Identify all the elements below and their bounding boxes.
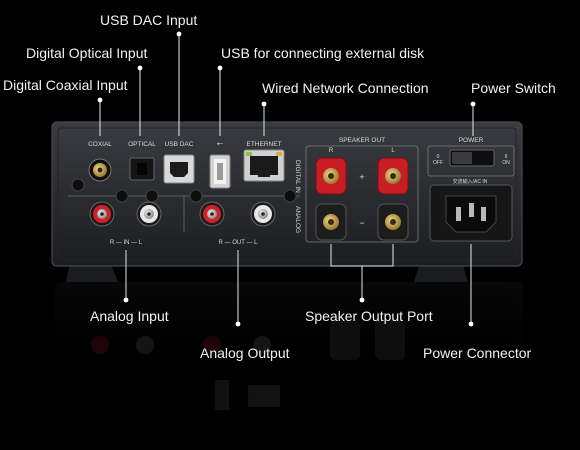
coaxial-port[interactable] [88,158,112,182]
device-reflection [55,282,523,410]
label-usb-dac: USB DAC [165,141,194,148]
usb-disk-port[interactable] [209,154,231,189]
callout-power-connector: Power Connector [423,345,532,361]
label-on-symbol: II [505,154,508,160]
right-foot [414,262,468,282]
ac-inlet[interactable] [429,184,513,242]
callout-digital-coaxial: Digital Coaxial Input [3,77,128,93]
label-digital-in: DIGITAL IN [294,160,301,193]
usb-symbol-icon: ⭠ [217,139,224,148]
label-coxial: COXIAL [88,141,112,148]
analog-in-l-jack[interactable] [136,201,162,227]
speaker-l-minus[interactable] [377,203,409,241]
label-analog-out: R — OUT — L [219,240,259,246]
left-foot [66,262,118,282]
callout-digital-optical: Digital Optical Input [26,45,148,61]
label-analog: ANALOG [294,206,301,233]
speaker-l-plus[interactable] [377,157,409,195]
label-plus: + [359,172,364,182]
leader-lines [99,34,474,324]
power-switch[interactable] [449,149,495,167]
label-power: POWER [459,137,484,144]
label-off-symbol: 0 [437,154,440,160]
label-speaker-l: L [391,148,395,154]
analog-out-r-jack[interactable] [199,201,225,227]
label-minus: − [359,218,364,228]
callout-speaker-output: Speaker Output Port [305,308,433,324]
optical-port[interactable] [129,157,155,181]
callout-wired-network: Wired Network Connection [262,80,429,96]
label-on: ON [502,160,510,166]
usb-dac-port[interactable] [163,154,195,184]
callout-analog-input: Analog Input [90,308,169,324]
label-speaker-r: R [329,148,334,154]
label-off: OFF [433,160,443,166]
callout-power-switch: Power Switch [471,80,556,96]
speaker-r-minus[interactable] [315,203,347,241]
label-optical: OPTICAL [128,141,156,148]
leader-dots [97,31,476,327]
callout-usb-disk: USB for connecting external disk [221,45,425,61]
label-analog-in: R — IN — L [110,240,143,246]
analog-out-l-jack[interactable] [250,201,276,227]
callout-analog-output: Analog Output [200,345,290,361]
label-speaker-out: SPEAKER OUT [339,137,385,144]
analog-in-r-jack[interactable] [89,201,115,227]
label-ethernet: ETHERNET [246,141,281,148]
label-ac-in: 交流输入/AC IN [453,178,488,185]
callout-usb-dac: USB DAC Input [100,12,198,28]
ethernet-port[interactable] [243,149,285,182]
speaker-r-plus[interactable] [315,157,347,195]
